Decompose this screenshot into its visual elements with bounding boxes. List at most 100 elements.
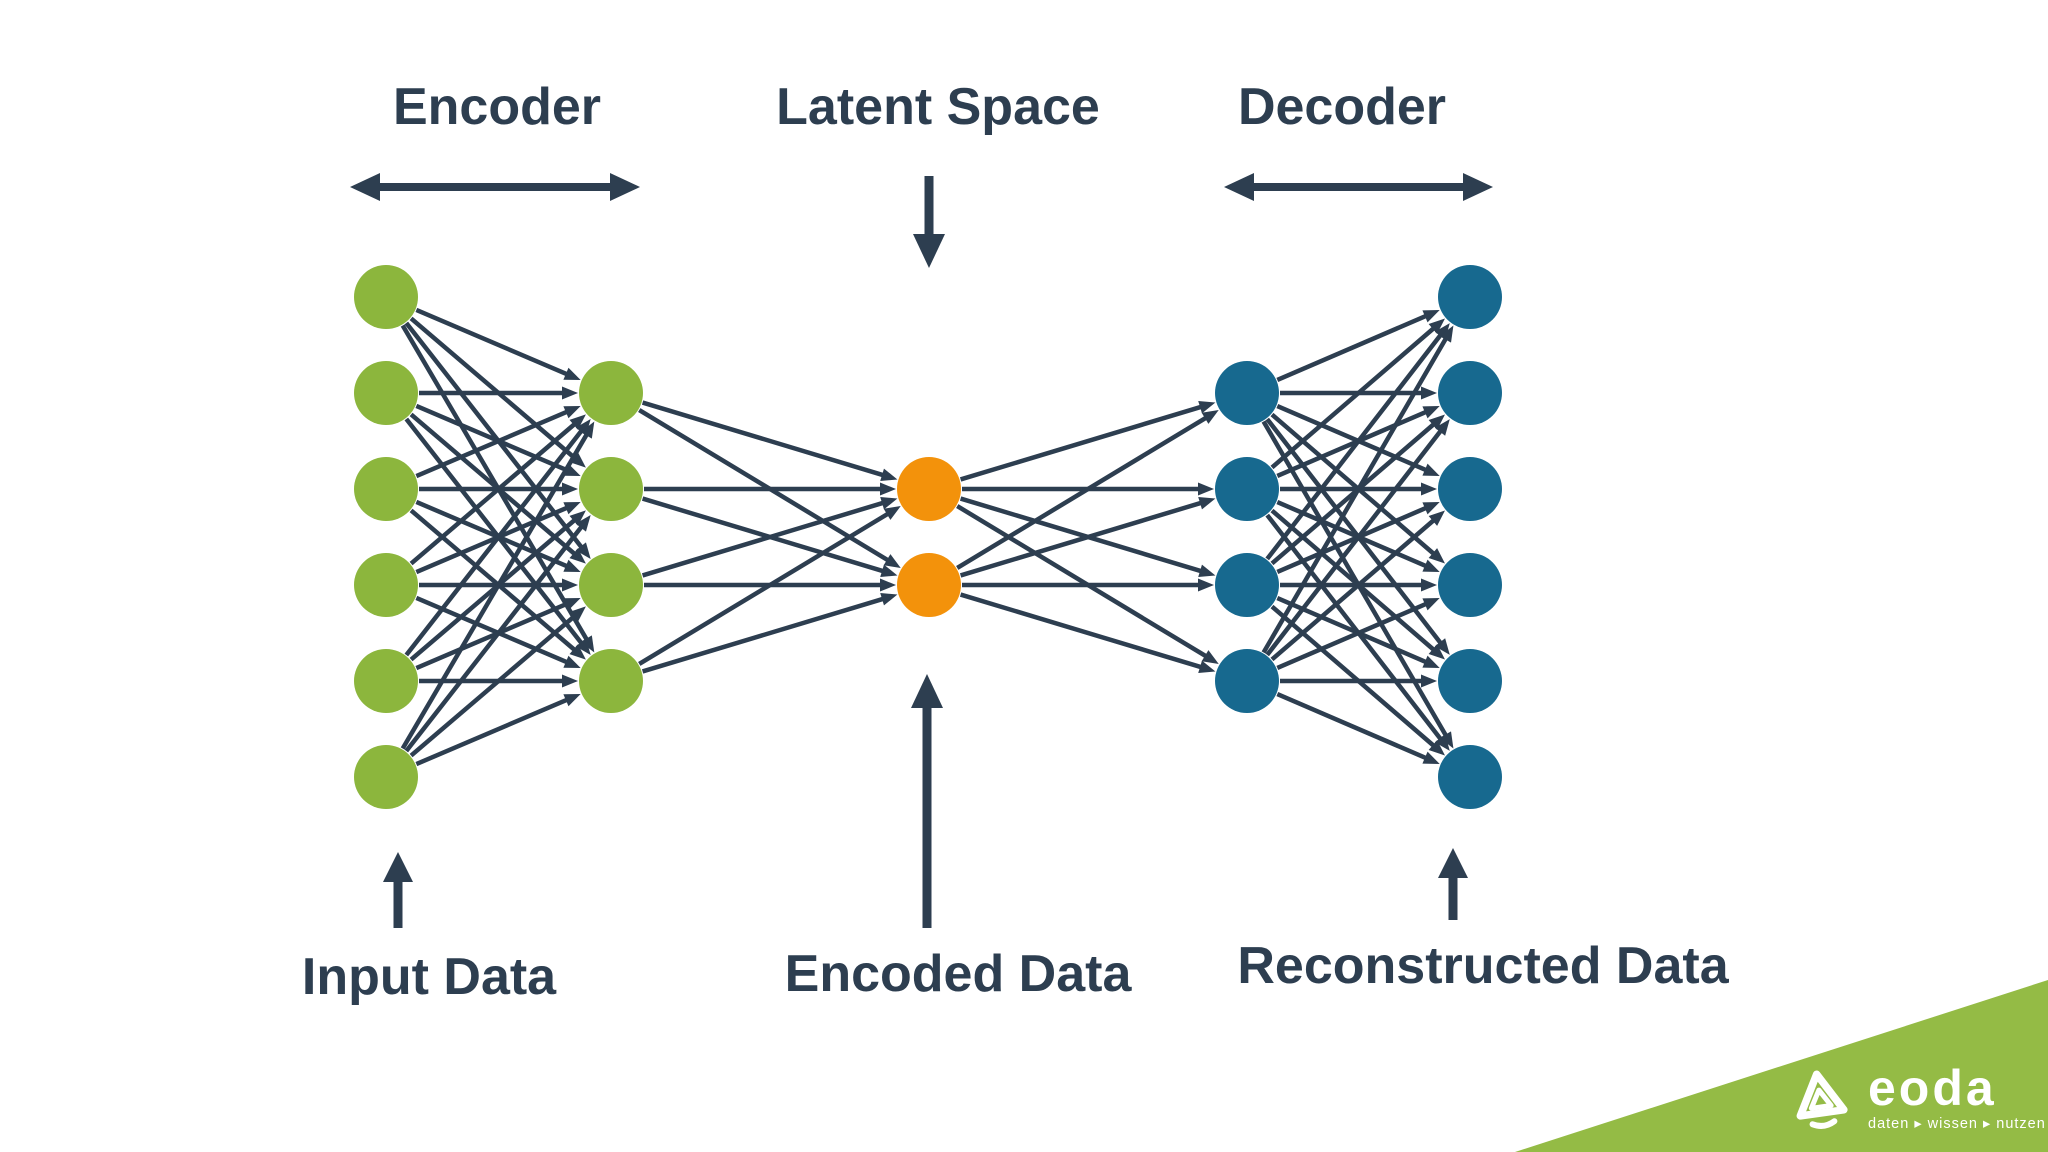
edge-input-layer-1-to-encoder-hidden-layer-2-line xyxy=(409,412,578,557)
edge-decoder-hidden-layer-1-to-output-layer-0-head xyxy=(1428,318,1445,334)
edge-decoder-hidden-layer-1-to-output-layer-4-line xyxy=(1270,508,1437,653)
edge-decoder-hidden-layer-2-to-output-layer-2-line xyxy=(1276,505,1429,575)
latent-down-arrow-head xyxy=(913,234,945,268)
edge-latent-layer-1-to-decoder-hidden-layer-0-head xyxy=(1201,410,1219,424)
edge-input-layer-0-to-encoder-hidden-layer-1-head xyxy=(569,452,586,468)
encoded-data-label: Encoded Data xyxy=(784,945,1132,1003)
edge-latent-layer-0-to-decoder-hidden-layer-3-head xyxy=(1201,650,1219,664)
edge-decoder-hidden-layer-2-to-output-layer-3-head xyxy=(1421,578,1437,592)
encoder-hidden-layer-node-4 xyxy=(579,649,643,713)
edge-input-layer-2-to-encoder-hidden-layer-3-head xyxy=(569,644,586,660)
output-layer-node-1 xyxy=(1438,265,1502,329)
edge-encoder-hidden-layer-0-to-latent-layer-0-head xyxy=(880,468,898,482)
edge-latent-layer-0-to-decoder-hidden-layer-0-line xyxy=(959,404,1204,482)
edge-input-layer-3-to-encoder-hidden-layer-1-head xyxy=(563,501,581,515)
edge-input-layer-4-to-encoder-hidden-layer-1-head xyxy=(569,510,586,526)
nodes-group xyxy=(354,265,1502,809)
edge-decoder-hidden-layer-3-to-output-layer-4-head xyxy=(1421,674,1437,688)
edge-decoder-hidden-layer-3-to-output-layer-5-line xyxy=(1276,691,1429,761)
edge-encoder-hidden-layer-3-to-latent-layer-1-head xyxy=(880,592,898,606)
edge-input-layer-3-to-encoder-hidden-layer-1-line xyxy=(415,504,570,575)
decoder-hidden-layer-node-3 xyxy=(1215,553,1279,617)
input-layer-node-2 xyxy=(354,361,418,425)
encoder-span-arrow-head xyxy=(610,173,640,201)
edge-decoder-hidden-layer-2-to-output-layer-5-head xyxy=(1428,740,1445,756)
eoda-logo-texts: eoda daten ▸ wissen ▸ nutzen xyxy=(1868,1063,2046,1132)
decoder-hidden-layer-node-4 xyxy=(1215,649,1279,713)
edge-input-layer-1-to-encoder-hidden-layer-1-line xyxy=(415,403,570,474)
edge-input-layer-3-to-encoder-hidden-layer-0-head xyxy=(569,414,586,430)
edge-latent-layer-0-to-decoder-hidden-layer-0-head xyxy=(1198,400,1216,414)
input-layer-node-4 xyxy=(354,553,418,617)
decoder-hidden-layer-node-2 xyxy=(1215,457,1279,521)
brand-corner-wedge xyxy=(1515,980,2048,1152)
output-layer-node-5 xyxy=(1438,649,1502,713)
edge-latent-layer-0-to-decoder-hidden-layer-3-line xyxy=(956,504,1209,660)
edge-latent-layer-1-to-decoder-hidden-layer-2-head xyxy=(1198,578,1214,592)
edge-decoder-hidden-layer-0-to-output-layer-0-head xyxy=(1422,310,1440,323)
edge-input-layer-5-to-encoder-hidden-layer-0-head xyxy=(580,421,595,439)
reconstructed-up-arrow-head xyxy=(1438,848,1468,878)
reconstructed-data-label: Reconstructed Data xyxy=(1237,937,1729,995)
edge-input-layer-0-to-encoder-hidden-layer-0-line xyxy=(415,307,570,378)
edge-encoder-hidden-layer-2-to-latent-layer-0-head xyxy=(880,496,898,510)
edge-latent-layer-0-to-decoder-hidden-layer-2-line xyxy=(959,496,1204,574)
edge-decoder-hidden-layer-0-to-output-layer-0-line xyxy=(1276,313,1429,383)
decoder-label: Decoder xyxy=(1237,78,1447,136)
edge-input-layer-3-to-encoder-hidden-layer-0-line xyxy=(409,421,578,566)
edge-decoder-hidden-layer-1-to-output-layer-3-head xyxy=(1422,559,1440,572)
annotation-arrows-group xyxy=(350,173,1493,928)
decoder-span-arrow-head xyxy=(1463,173,1493,201)
edge-input-layer-5-to-encoder-hidden-layer-0-line xyxy=(400,431,590,750)
edge-decoder-hidden-layer-2-to-output-layer-0-line xyxy=(1265,331,1444,561)
edge-input-layer-3-to-encoder-hidden-layer-2-head xyxy=(562,578,578,592)
edge-decoder-hidden-layer-2-to-output-layer-5-line xyxy=(1270,604,1437,749)
decoder-hidden-layer-node-1 xyxy=(1215,361,1279,425)
edge-decoder-hidden-layer-1-to-output-layer-0-line xyxy=(1270,325,1437,470)
edge-input-layer-5-to-encoder-hidden-layer-1-head xyxy=(575,515,591,532)
edge-input-layer-2-to-encoder-hidden-layer-1-head xyxy=(562,482,578,496)
edge-input-layer-2-to-encoder-hidden-layer-2-head xyxy=(563,559,581,573)
edge-decoder-hidden-layer-3-to-output-layer-2-line xyxy=(1270,517,1437,662)
edge-input-layer-4-to-encoder-hidden-layer-2-line xyxy=(415,600,570,671)
edge-decoder-hidden-layer-1-to-output-layer-1-head xyxy=(1422,406,1440,419)
edge-input-layer-5-to-encoder-hidden-layer-2-head xyxy=(569,606,586,622)
edge-latent-layer-0-to-decoder-hidden-layer-1-head xyxy=(1198,482,1214,496)
edge-decoder-hidden-layer-0-to-output-layer-2-head xyxy=(1422,463,1440,476)
edge-input-layer-1-to-encoder-hidden-layer-3-line xyxy=(404,417,585,647)
edge-input-layer-4-to-encoder-hidden-layer-0-line xyxy=(404,427,585,657)
edge-decoder-hidden-layer-0-to-output-layer-4-line xyxy=(1265,417,1444,647)
input-layer-node-3 xyxy=(354,457,418,521)
edge-decoder-hidden-layer-0-to-output-layer-1-head xyxy=(1421,386,1437,400)
edge-input-layer-1-to-encoder-hidden-layer-0-head xyxy=(562,386,578,400)
decoder-span-arrow-tail-head xyxy=(1224,173,1254,201)
output-layer-node-3 xyxy=(1438,457,1502,521)
edge-input-layer-0-to-encoder-hidden-layer-2-line xyxy=(404,321,585,551)
edge-input-layer-4-to-encoder-hidden-layer-3-head xyxy=(562,674,578,688)
latent-layer-node-1 xyxy=(897,457,961,521)
edge-input-layer-5-to-encoder-hidden-layer-3-head xyxy=(563,693,581,707)
edge-input-layer-2-to-encoder-hidden-layer-0-line xyxy=(415,408,570,479)
edge-encoder-hidden-layer-3-to-latent-layer-0-head xyxy=(883,506,901,520)
edge-decoder-hidden-layer-3-to-output-layer-5-head xyxy=(1422,751,1440,764)
edge-decoder-hidden-layer-3-to-output-layer-3-head xyxy=(1422,598,1440,611)
edge-decoder-hidden-layer-0-to-output-layer-2-line xyxy=(1276,403,1429,473)
edge-decoder-hidden-layer-0-to-output-layer-4-head xyxy=(1434,638,1450,655)
edge-encoder-hidden-layer-3-to-latent-layer-0-line xyxy=(638,510,891,666)
output-layer-node-6 xyxy=(1438,745,1502,809)
edge-latent-layer-1-to-decoder-hidden-layer-3-line xyxy=(959,592,1204,670)
encoder-hidden-layer-node-3 xyxy=(579,553,643,617)
edge-input-layer-3-to-encoder-hidden-layer-3-line xyxy=(415,595,570,666)
edge-latent-layer-1-to-decoder-hidden-layer-0-line xyxy=(956,414,1209,570)
edge-input-layer-5-to-encoder-hidden-layer-1-line xyxy=(404,523,585,753)
eoda-logo-block: eoda daten ▸ wissen ▸ nutzen xyxy=(1788,1063,2046,1132)
edge-decoder-hidden-layer-2-to-output-layer-4-head xyxy=(1422,655,1440,668)
edge-input-layer-0-to-encoder-hidden-layer-0-head xyxy=(563,367,581,381)
latent-layer-node-2 xyxy=(897,553,961,617)
encoder-hidden-layer-node-1 xyxy=(579,361,643,425)
eoda-brand-name: eoda xyxy=(1868,1060,1997,1116)
edge-input-layer-2-to-encoder-hidden-layer-3-line xyxy=(409,508,578,653)
edge-decoder-hidden-layer-0-to-output-layer-3-head xyxy=(1428,548,1445,564)
input-layer-node-5 xyxy=(354,649,418,713)
